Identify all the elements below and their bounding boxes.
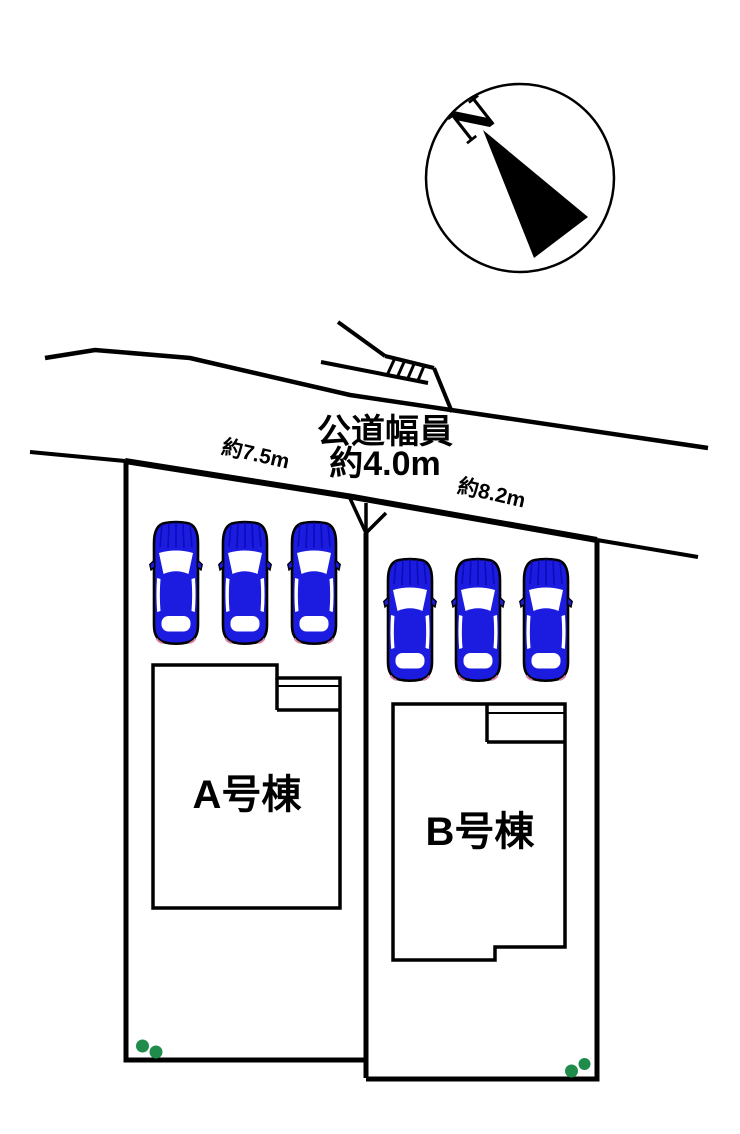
road-edge-bottom-right — [596, 538, 699, 559]
steps-top-edge — [384, 354, 435, 370]
car-icon — [383, 557, 437, 683]
parking-parcel-b — [383, 557, 573, 683]
shrub-icon — [578, 1058, 591, 1070]
compass-group: N — [424, 82, 616, 274]
shrub-icon — [565, 1064, 578, 1078]
parking-parcel-a — [149, 520, 341, 646]
road-steps — [320, 320, 454, 413]
building-a: A号棟 — [151, 663, 342, 910]
steps-rung — [385, 357, 397, 376]
frontage-line — [124, 458, 598, 543]
car-icon — [149, 520, 203, 646]
steps-rung — [406, 362, 416, 380]
road-edge-bottom-left — [29, 450, 126, 463]
car-icon — [218, 520, 272, 646]
car-icon — [287, 520, 341, 646]
road-edge-top — [44, 347, 709, 451]
road-width-label-line1: 公道幅員 — [317, 413, 453, 451]
building-a-label: A号棟 — [193, 773, 303, 817]
frontage-a-label: 約7.5m — [219, 435, 292, 474]
building-b-outline — [391, 702, 567, 962]
steps-rung — [416, 365, 426, 382]
parcel-b-boundary — [366, 540, 600, 1082]
shrub-icon — [149, 1045, 163, 1059]
building-b: B号棟 — [391, 702, 567, 962]
car-icon — [519, 557, 573, 683]
compass-needle — [483, 130, 588, 258]
boundary-junction — [346, 493, 388, 535]
steps-left-edge — [336, 320, 387, 358]
frontage-b-label: 約8.2m — [455, 474, 528, 513]
shrub-icon — [136, 1039, 149, 1053]
steps-right-edge — [432, 367, 454, 413]
car-icon — [451, 557, 505, 683]
building-b-label: B号棟 — [426, 810, 536, 854]
steps-rung — [396, 360, 406, 378]
parcel-a-boundary — [123, 461, 366, 1063]
building-a-outline — [151, 663, 342, 910]
steps-base-edge — [320, 360, 429, 385]
road-width-label-line2: 約4.0m — [329, 445, 441, 483]
